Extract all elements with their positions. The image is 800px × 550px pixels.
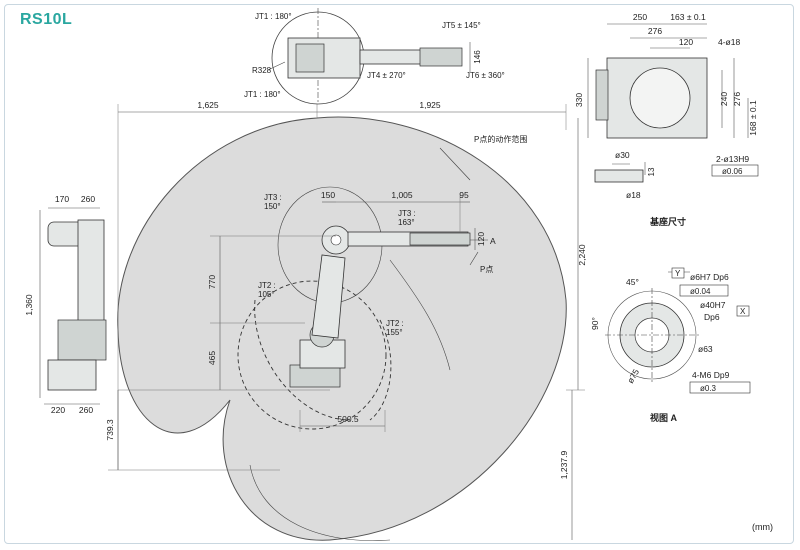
top-view: JT1 : 180° JT1 : 180° R328 JT4 ± 270° JT… [244, 8, 505, 105]
p-point-label: P点 [480, 265, 493, 274]
dim-500-5: 500.5 [337, 414, 359, 424]
viewa-datum-y: Y [675, 269, 681, 278]
side-view: 170 260 1,360 220 260 [24, 194, 107, 415]
base-hole-spec: 2-ø13H9 [716, 154, 749, 164]
side-dim-170: 170 [55, 194, 69, 204]
viewa-spec-dp6: Dp6 [704, 312, 720, 322]
base-dim-13: 13 [647, 167, 656, 176]
dim-95: 95 [459, 190, 469, 200]
main-labels: 1,625 1,925 2,240 770 465 739.3 1,237.9 … [105, 100, 587, 479]
side-dim-1360: 1,360 [24, 294, 34, 316]
viewa-dim-phi75: ø75 [625, 367, 641, 385]
dim-2240: 2,240 [577, 244, 587, 266]
work-envelope [117, 116, 567, 541]
dim-465: 465 [207, 351, 217, 365]
viewa-caption: 视图 A [650, 412, 678, 423]
dim-1925: 1,925 [419, 100, 441, 110]
base-dim-168: 168 ± 0.1 [748, 100, 758, 136]
top-jt5: JT5 ± 145° [442, 21, 481, 30]
view-a: 45° 90° Y ø6H7 Dp6 ø0.04 X ø40H7 Dp6 ø63… [590, 267, 751, 423]
viewa-tol-004: ø0.04 [690, 287, 711, 296]
side-dim-260a: 260 [81, 194, 95, 204]
dim-1237-9: 1,237.9 [559, 451, 569, 480]
viewa-angle-90: 90° [590, 317, 600, 330]
base-view: 250 163 ± 0.1 276 120 4-ø18 330 240 276 … [574, 12, 759, 227]
main-dimensions [108, 104, 585, 540]
p-range-label: P点的动作范围 [474, 134, 527, 144]
side-dim-220: 220 [51, 405, 65, 415]
viewa-spec-40h7: ø40H7 [700, 300, 726, 310]
dim-1005: 1,005 [391, 190, 413, 200]
dim-150: 150 [321, 190, 335, 200]
dim-770: 770 [207, 275, 217, 289]
side-dim-260b: 260 [79, 405, 93, 415]
viewa-angle-45: 45° [626, 277, 639, 287]
top-radius: R328 [252, 66, 272, 75]
top-dim-146: 146 [473, 50, 482, 64]
base-dim-276b: 276 [732, 92, 742, 106]
base-tol: ø0.06 [722, 167, 743, 176]
top-jt6: JT6 ± 360° [466, 71, 505, 80]
viewa-dim-phi63: ø63 [698, 344, 713, 354]
viewa-tol-03: ø0.3 [700, 384, 717, 393]
jt3-left-label: JT3 :150° [264, 193, 282, 211]
robot-arm-main [289, 225, 471, 388]
jt2-left-label: JT2 :105° [258, 281, 276, 299]
top-jt1-upper: JT1 : 180° [255, 12, 292, 21]
base-dim-phi18: ø18 [626, 190, 641, 200]
base-dim-276a: 276 [648, 26, 662, 36]
a-label: A [490, 236, 496, 246]
dim-1625: 1,625 [197, 100, 219, 110]
base-caption: 基座尺寸 [649, 216, 686, 227]
base-dim-240: 240 [719, 92, 729, 106]
top-jt4: JT4 ± 270° [367, 71, 406, 80]
base-dim-163: 163 ± 0.1 [670, 12, 706, 22]
jt2-right-label: JT2 :155° [386, 319, 404, 337]
viewa-datum-x: X [740, 307, 746, 316]
unit-label: (mm) [752, 522, 773, 532]
base-dim-330: 330 [574, 93, 584, 107]
jt3-right-label: JT3 :163° [398, 209, 416, 227]
base-dim-4phi18: 4-ø18 [718, 37, 740, 47]
viewa-spec-m6: 4-M6 Dp9 [692, 370, 730, 380]
base-dim-120: 120 [679, 37, 693, 47]
dim-739-3: 739.3 [105, 419, 115, 441]
top-jt1-lower: JT1 : 180° [244, 90, 281, 99]
viewa-spec-6h7: ø6H7 Dp6 [690, 272, 729, 282]
base-dim-phi30: ø30 [615, 150, 630, 160]
model-title: RS10L [20, 11, 73, 28]
base-dim-250: 250 [633, 12, 647, 22]
dim-120: 120 [476, 232, 486, 246]
